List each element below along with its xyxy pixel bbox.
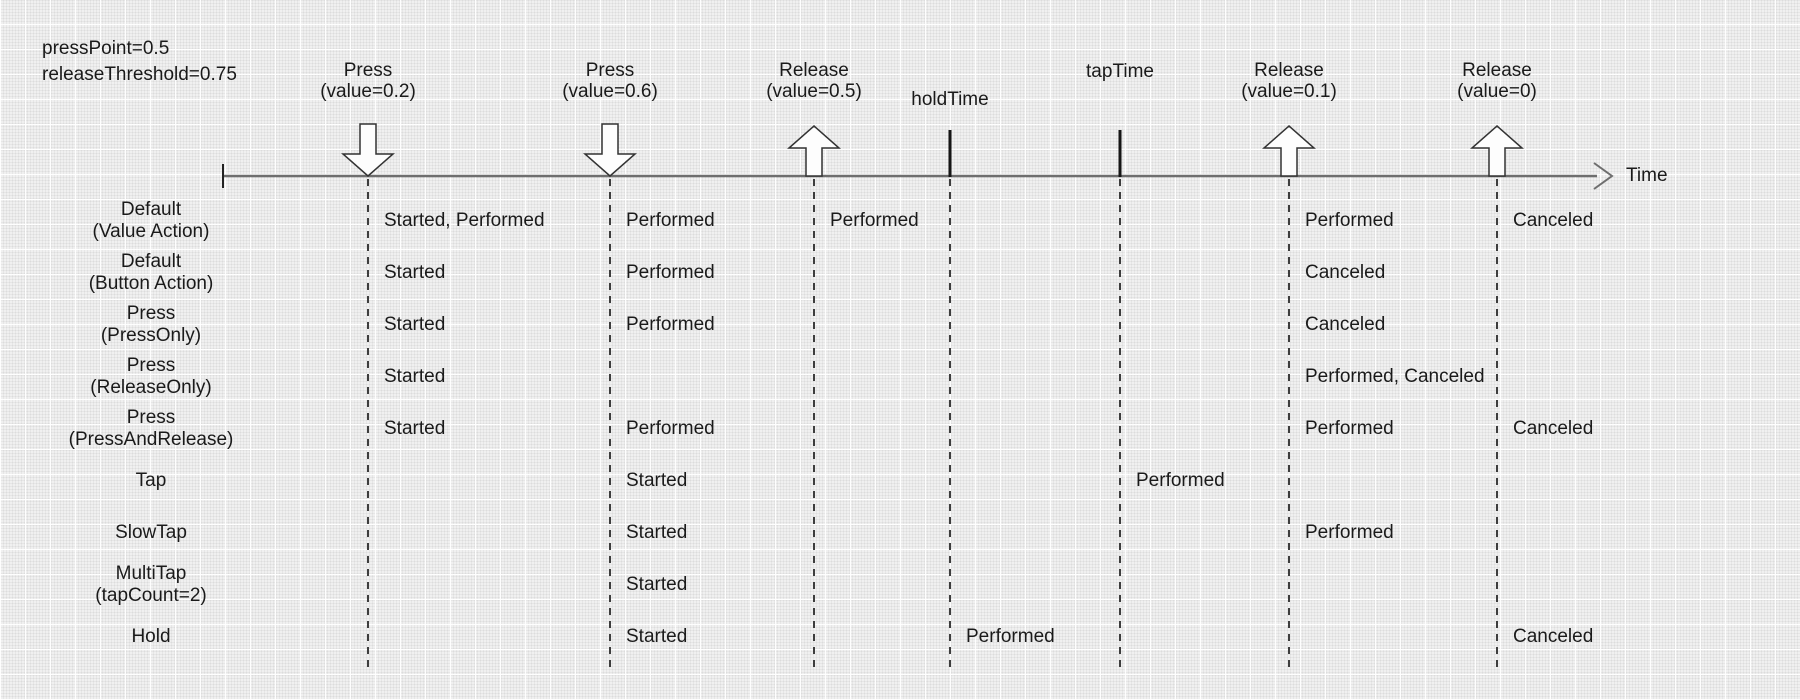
row-label-2: Press (PressOnly) — [100, 303, 202, 346]
cell-row5-press-value-0-6: Started — [626, 470, 688, 491]
event-label-press-value-0-2: Press (value=0.2) — [320, 60, 416, 102]
cell-row0-release-value-0-1: Performed — [1305, 210, 1394, 231]
row-label-3: Press (ReleaseOnly) — [90, 355, 212, 398]
cell-row0-press-value-0-6: Performed — [626, 210, 715, 231]
parameter-block: pressPoint=0.5 releaseThreshold=0.75 — [42, 36, 237, 88]
dashed-guide-press-value-0-2 — [367, 179, 369, 667]
cell-row2-press-value-0-6: Performed — [626, 314, 715, 335]
down-arrow-icon — [341, 123, 395, 177]
row-label-1: Default (Button Action) — [88, 251, 214, 294]
cell-row6-release-value-0-1: Performed — [1305, 522, 1394, 543]
tap-time-tick-icon — [1118, 130, 1122, 177]
cell-row8-hold-time: Performed — [966, 626, 1055, 647]
cell-row4-press-value-0-2: Started — [384, 418, 446, 439]
cell-row0-release-value-0: Canceled — [1513, 210, 1594, 231]
down-arrow-icon — [583, 123, 637, 177]
up-arrow-icon — [1470, 125, 1524, 177]
cell-row4-release-value-0: Canceled — [1513, 418, 1594, 439]
event-label-hold-time: holdTime — [911, 89, 989, 110]
dashed-guide-tap-time — [1119, 179, 1121, 667]
dashed-guide-release-value-0 — [1496, 179, 1498, 667]
cell-row1-press-value-0-2: Started — [384, 262, 446, 283]
cell-row1-release-value-0-1: Canceled — [1305, 262, 1386, 283]
up-arrow-icon — [1262, 125, 1316, 177]
row-label-8: Hold — [131, 626, 171, 647]
event-label-tap-time: tapTime — [1086, 61, 1154, 82]
row-label-5: Tap — [135, 470, 167, 491]
hold-time-tick-icon — [948, 130, 952, 177]
row-label-7: MultiTap (tapCount=2) — [95, 563, 207, 606]
cell-row5-tap-time: Performed — [1136, 470, 1225, 491]
dashed-guide-press-value-0-6 — [609, 179, 611, 667]
row-label-0: Default (Value Action) — [92, 199, 210, 242]
cell-row2-press-value-0-2: Started — [384, 314, 446, 335]
dashed-guide-release-value-0-1 — [1288, 179, 1290, 667]
row-label-4: Press (PressAndRelease) — [68, 407, 234, 450]
row-label-6: SlowTap — [115, 522, 187, 543]
cell-row0-release-value-0-5: Performed — [830, 210, 919, 231]
event-label-press-value-0-6: Press (value=0.6) — [562, 60, 658, 102]
cell-row4-release-value-0-1: Performed — [1305, 418, 1394, 439]
cell-row3-release-value-0-1: Performed, Canceled — [1305, 366, 1485, 387]
cell-row1-press-value-0-6: Performed — [626, 262, 715, 283]
cell-row7-press-value-0-6: Started — [626, 574, 688, 595]
cell-row3-press-value-0-2: Started — [384, 366, 446, 387]
dashed-guide-release-value-0-5 — [813, 179, 815, 667]
cell-row4-press-value-0-6: Performed — [626, 418, 715, 439]
cell-row2-release-value-0-1: Canceled — [1305, 314, 1386, 335]
axis-arrowhead-icon — [1593, 162, 1614, 190]
cell-row6-press-value-0-6: Started — [626, 522, 688, 543]
press-point-value: pressPoint=0.5 — [42, 38, 170, 59]
cell-row0-press-value-0-2: Started, Performed — [384, 210, 545, 231]
event-label-release-value-0-1: Release (value=0.1) — [1241, 60, 1337, 102]
dashed-guide-hold-time — [949, 179, 951, 667]
time-axis-label: Time — [1626, 165, 1668, 186]
release-threshold-value: releaseThreshold=0.75 — [42, 64, 237, 85]
up-arrow-icon — [787, 125, 841, 177]
cell-row8-release-value-0: Canceled — [1513, 626, 1594, 647]
cell-row8-press-value-0-6: Started — [626, 626, 688, 647]
event-label-release-value-0-5: Release (value=0.5) — [766, 60, 862, 102]
event-label-release-value-0: Release (value=0) — [1457, 60, 1537, 102]
